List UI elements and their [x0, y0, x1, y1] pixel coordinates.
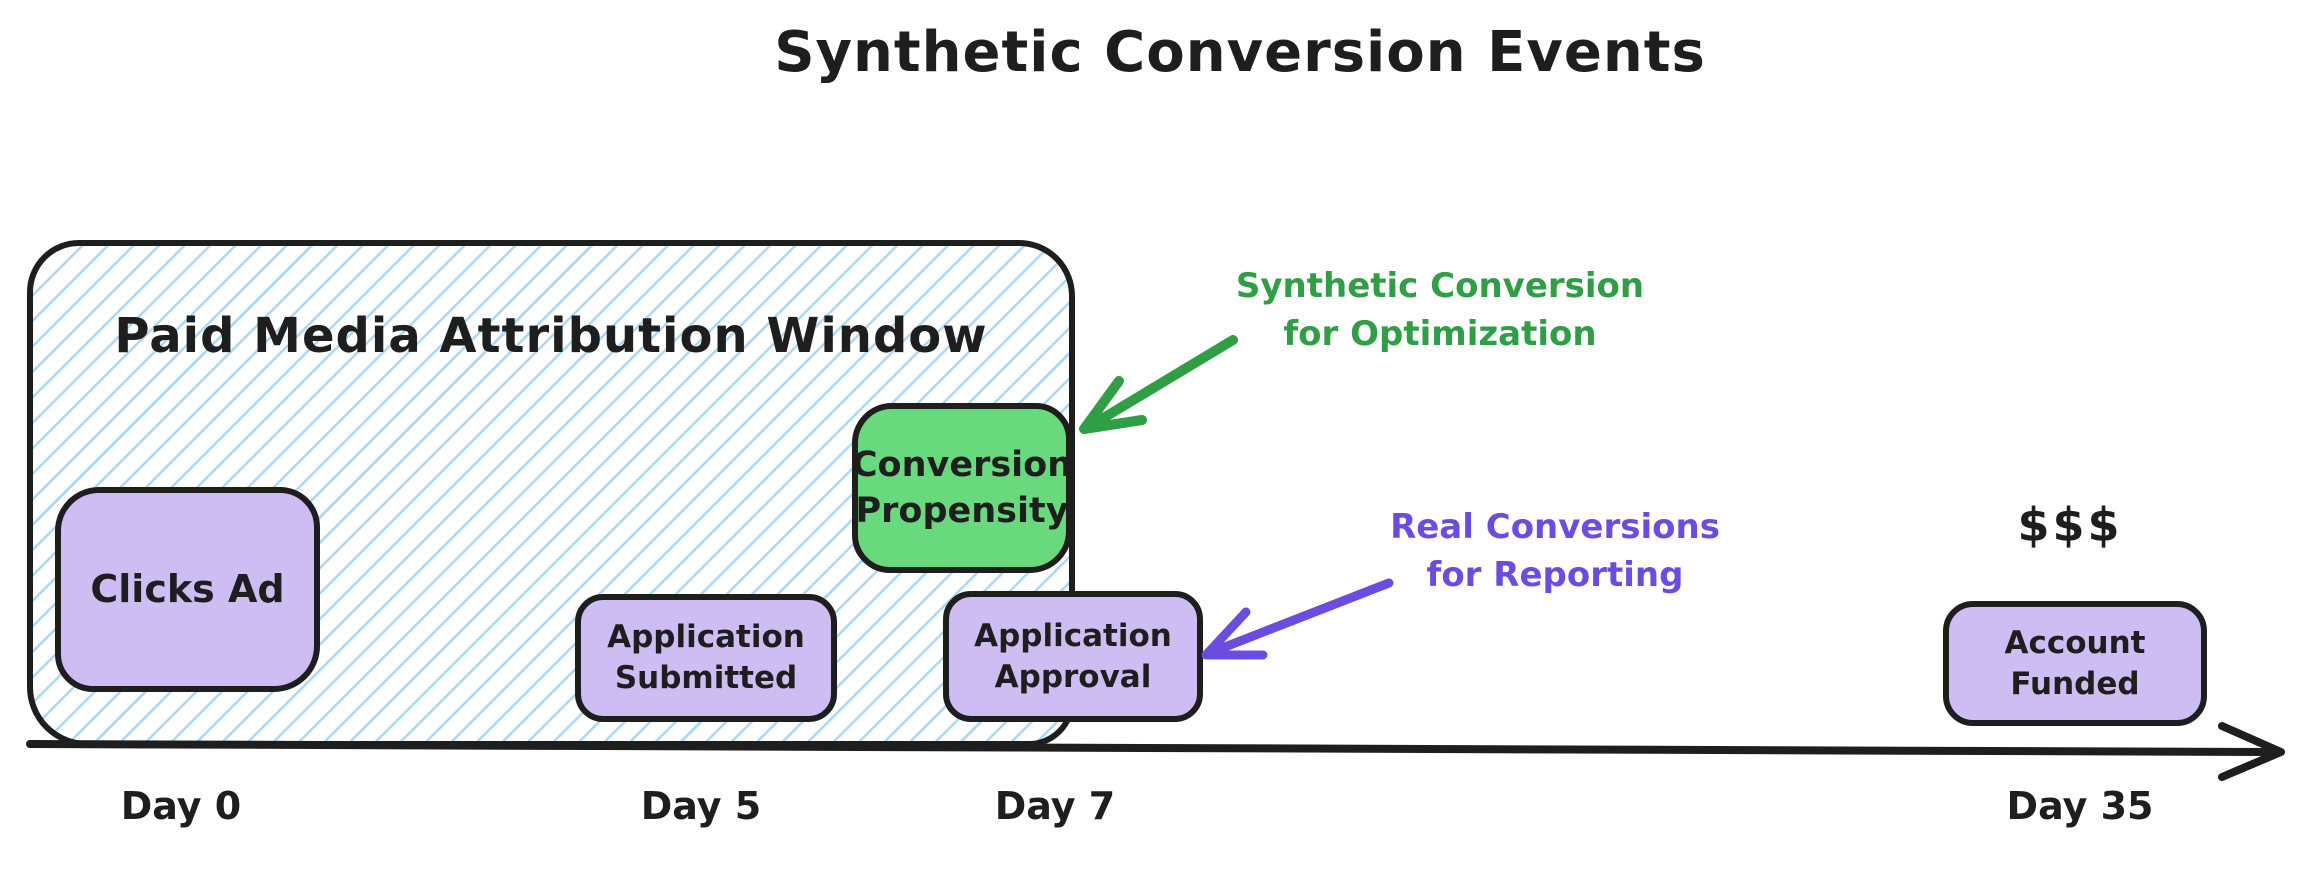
event-box-clicks-ad: Clicks Ad — [55, 487, 320, 692]
annotation-real-conversions: Real Conversions for Reporting — [1330, 503, 1780, 600]
annotation-synthetic-line2: for Optimization — [1283, 314, 1597, 355]
annotation-real-line1: Real Conversions — [1390, 507, 1720, 547]
event-label-clicks-ad: Clicks Ad — [90, 567, 285, 612]
attribution-window-label: Paid Media Attribution Window — [114, 308, 988, 364]
event-box-account-funded: Account Funded — [1943, 601, 2207, 726]
timeline-tick-day-7: Day 7 — [994, 784, 1116, 828]
timeline-tick-day-35: Day 35 — [2006, 784, 2154, 828]
event-box-conversion-propensity: Conversion Propensity — [852, 403, 1072, 573]
annotation-synthetic-line1: Synthetic Conversion — [1235, 266, 1645, 306]
event-label-account-funded: Account Funded — [2004, 624, 2146, 702]
annotation-synthetic-conversion: Synthetic Conversion for Optimization — [1185, 262, 1695, 359]
timeline-tick-day-5: Day 5 — [640, 784, 762, 828]
timeline-tick-day-0: Day 0 — [120, 784, 242, 828]
annotation-real-line2: for Reporting — [1426, 555, 1684, 596]
money-symbol: $$$ — [2017, 498, 2123, 552]
diagram-title: Synthetic Conversion Events — [774, 20, 1706, 85]
event-label-conversion-propensity: Conversion Propensity — [851, 444, 1073, 531]
event-box-application-approval: Application Approval — [943, 591, 1203, 722]
event-label-application-submitted: Application Submitted — [607, 619, 805, 696]
event-box-application-submitted: Application Submitted — [575, 594, 837, 722]
event-label-application-approval: Application Approval — [974, 617, 1172, 695]
